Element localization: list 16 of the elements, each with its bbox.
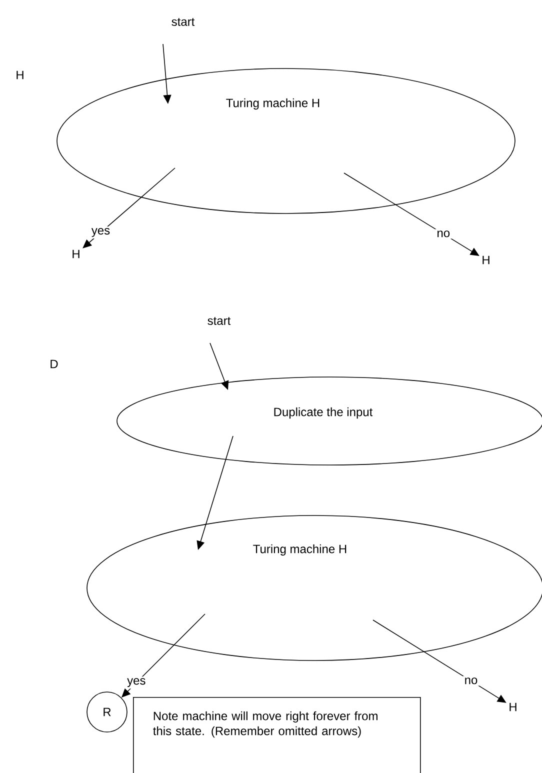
section-label: H: [16, 70, 24, 80]
state-label: start: [208, 317, 231, 325]
state-label: H: [510, 702, 516, 712]
state-label: start: [172, 18, 195, 26]
state-label: H: [72, 250, 80, 258]
arrow: [82, 168, 176, 248]
arrow: [344, 172, 480, 256]
ellipse-node: Turing machine H: [56, 68, 516, 214]
note-box: Note machine will move right forever from this state. (Remember omitted arrows): [133, 697, 421, 773]
section-label: D: [50, 360, 58, 368]
edge-label: yes: [127, 678, 146, 688]
edge-label: yes: [91, 228, 110, 237]
edge-label: no: [438, 230, 450, 238]
state-label: H: [482, 256, 490, 264]
edge-label: no: [465, 678, 478, 684]
arrow: [372, 620, 506, 703]
